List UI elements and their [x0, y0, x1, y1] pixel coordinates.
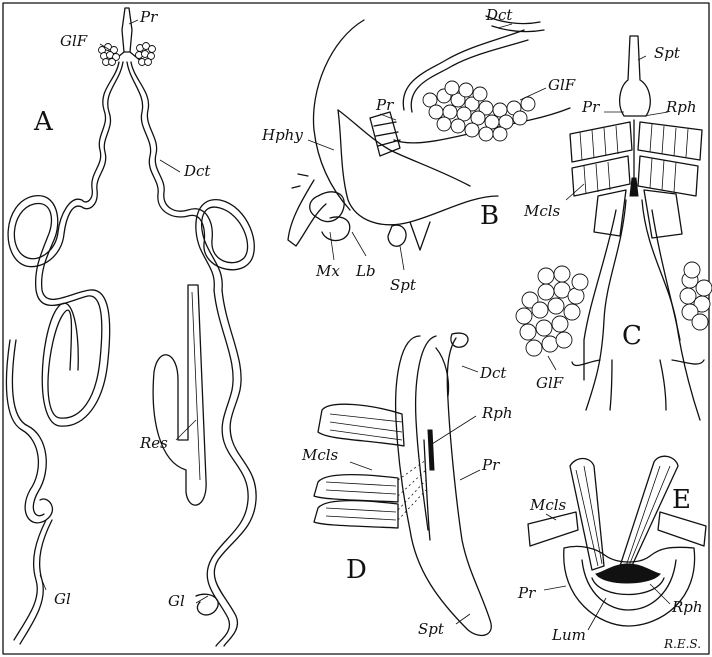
panel-b-gland-follicles [423, 81, 535, 141]
panel-e-label-rph: Rph [671, 598, 703, 616]
panel-a-reservoir [153, 285, 206, 505]
panel-b-muscles [370, 112, 400, 156]
panel-a-gland-right-tube [214, 290, 256, 646]
panel-e-letter: E [672, 485, 691, 515]
panel-a-gland-right-tube-outer [207, 290, 248, 646]
panel-b-label-mx: Mx [315, 262, 340, 280]
panel-e-raphe [596, 564, 660, 583]
panel-e-label-mcls: Mcls [529, 496, 567, 514]
panel-b-label-spt: Spt [390, 276, 417, 294]
panel-c-gland-follicles-right [680, 262, 712, 330]
panel-b-spinneret-tip [410, 222, 430, 250]
panel-a-gland-follicles-right [136, 43, 156, 66]
panel-d-press-lateral: D Dct Rph Mcls Pr Spt [301, 333, 513, 638]
panel-a-gland-follicles-left [99, 44, 120, 66]
panel-a-letter: A [33, 107, 54, 137]
panel-b-label-dct: Dct [485, 6, 513, 24]
panel-c-spinneret [620, 36, 651, 116]
panel-d-label-mcls: Mcls [301, 446, 339, 464]
panel-e-label-pr: Pr [517, 584, 536, 602]
panel-b-label-lb: Lb [355, 262, 376, 280]
panel-c-label-glf: GlF [536, 374, 564, 392]
panel-a-gland-left-tube [14, 520, 46, 640]
panel-d-press-body [396, 336, 492, 635]
panel-b-letter: B [480, 201, 499, 231]
panel-c-label-mcls: Mcls [523, 202, 561, 220]
panel-c-gland-follicles-left [516, 266, 588, 356]
panel-d-label-spt: Spt [418, 620, 445, 638]
panel-a-label-gl-right: Gl [168, 592, 185, 610]
panel-a-salivary-system: A Pr GlF Dct Res Gl Gl [6, 8, 256, 646]
panel-d-press-inner [416, 336, 436, 530]
panel-b-labium-segment-2 [322, 217, 350, 241]
panel-d-duct [436, 348, 449, 396]
panel-b-label-hphy: Hphy [261, 126, 303, 144]
panel-d-duct-opening [451, 333, 468, 347]
artist-signature: R.E.S. [663, 637, 701, 651]
panel-b-head-section: B Dct GlF Hphy Pr Mx Lb Spt [261, 6, 576, 294]
panel-c-letter: C [622, 321, 642, 351]
panel-c-ducts-lower [610, 360, 666, 410]
panel-c-duct-right-outer [652, 210, 680, 340]
panel-d-label-rph: Rph [481, 404, 513, 422]
panel-c-label-pr: Pr [581, 98, 600, 116]
panel-a-gland-left-coil-outer [12, 340, 46, 516]
panel-b-label-glf: GlF [548, 76, 576, 94]
panel-a-duct-left [14, 62, 119, 418]
panel-a-label-dct: Dct [183, 162, 211, 180]
panel-a-label-pr: Pr [139, 8, 158, 26]
panel-d-label-dct: Dct [479, 364, 507, 382]
panel-e-cross-section: E Mcls Pr Rph Lum [517, 456, 706, 644]
panel-a-label-res: Res [139, 434, 168, 452]
panel-d-muscles [314, 404, 404, 528]
panel-c-label-spt: Spt [654, 44, 681, 62]
panel-a-label-gl-left: Gl [54, 590, 71, 608]
panel-d-letter: D [346, 555, 367, 585]
panel-e-label-lum: Lum [551, 626, 586, 644]
panel-b-spinneret [388, 225, 406, 246]
panel-c-label-rph: Rph [665, 98, 697, 116]
panel-b-label-pr: Pr [375, 96, 394, 114]
panel-d-muscle-insertions [398, 460, 426, 520]
panel-b-setae [292, 174, 308, 188]
panel-a-gland-right-coil [196, 594, 218, 615]
panel-a-label-glf: GlF [60, 32, 88, 50]
panel-c-press-dorsal: C Spt Pr Rph Mcls GlF [516, 36, 712, 420]
panel-b-maxilla [288, 180, 326, 246]
panel-a-press [122, 8, 132, 52]
panel-d-label-pr: Pr [481, 456, 500, 474]
